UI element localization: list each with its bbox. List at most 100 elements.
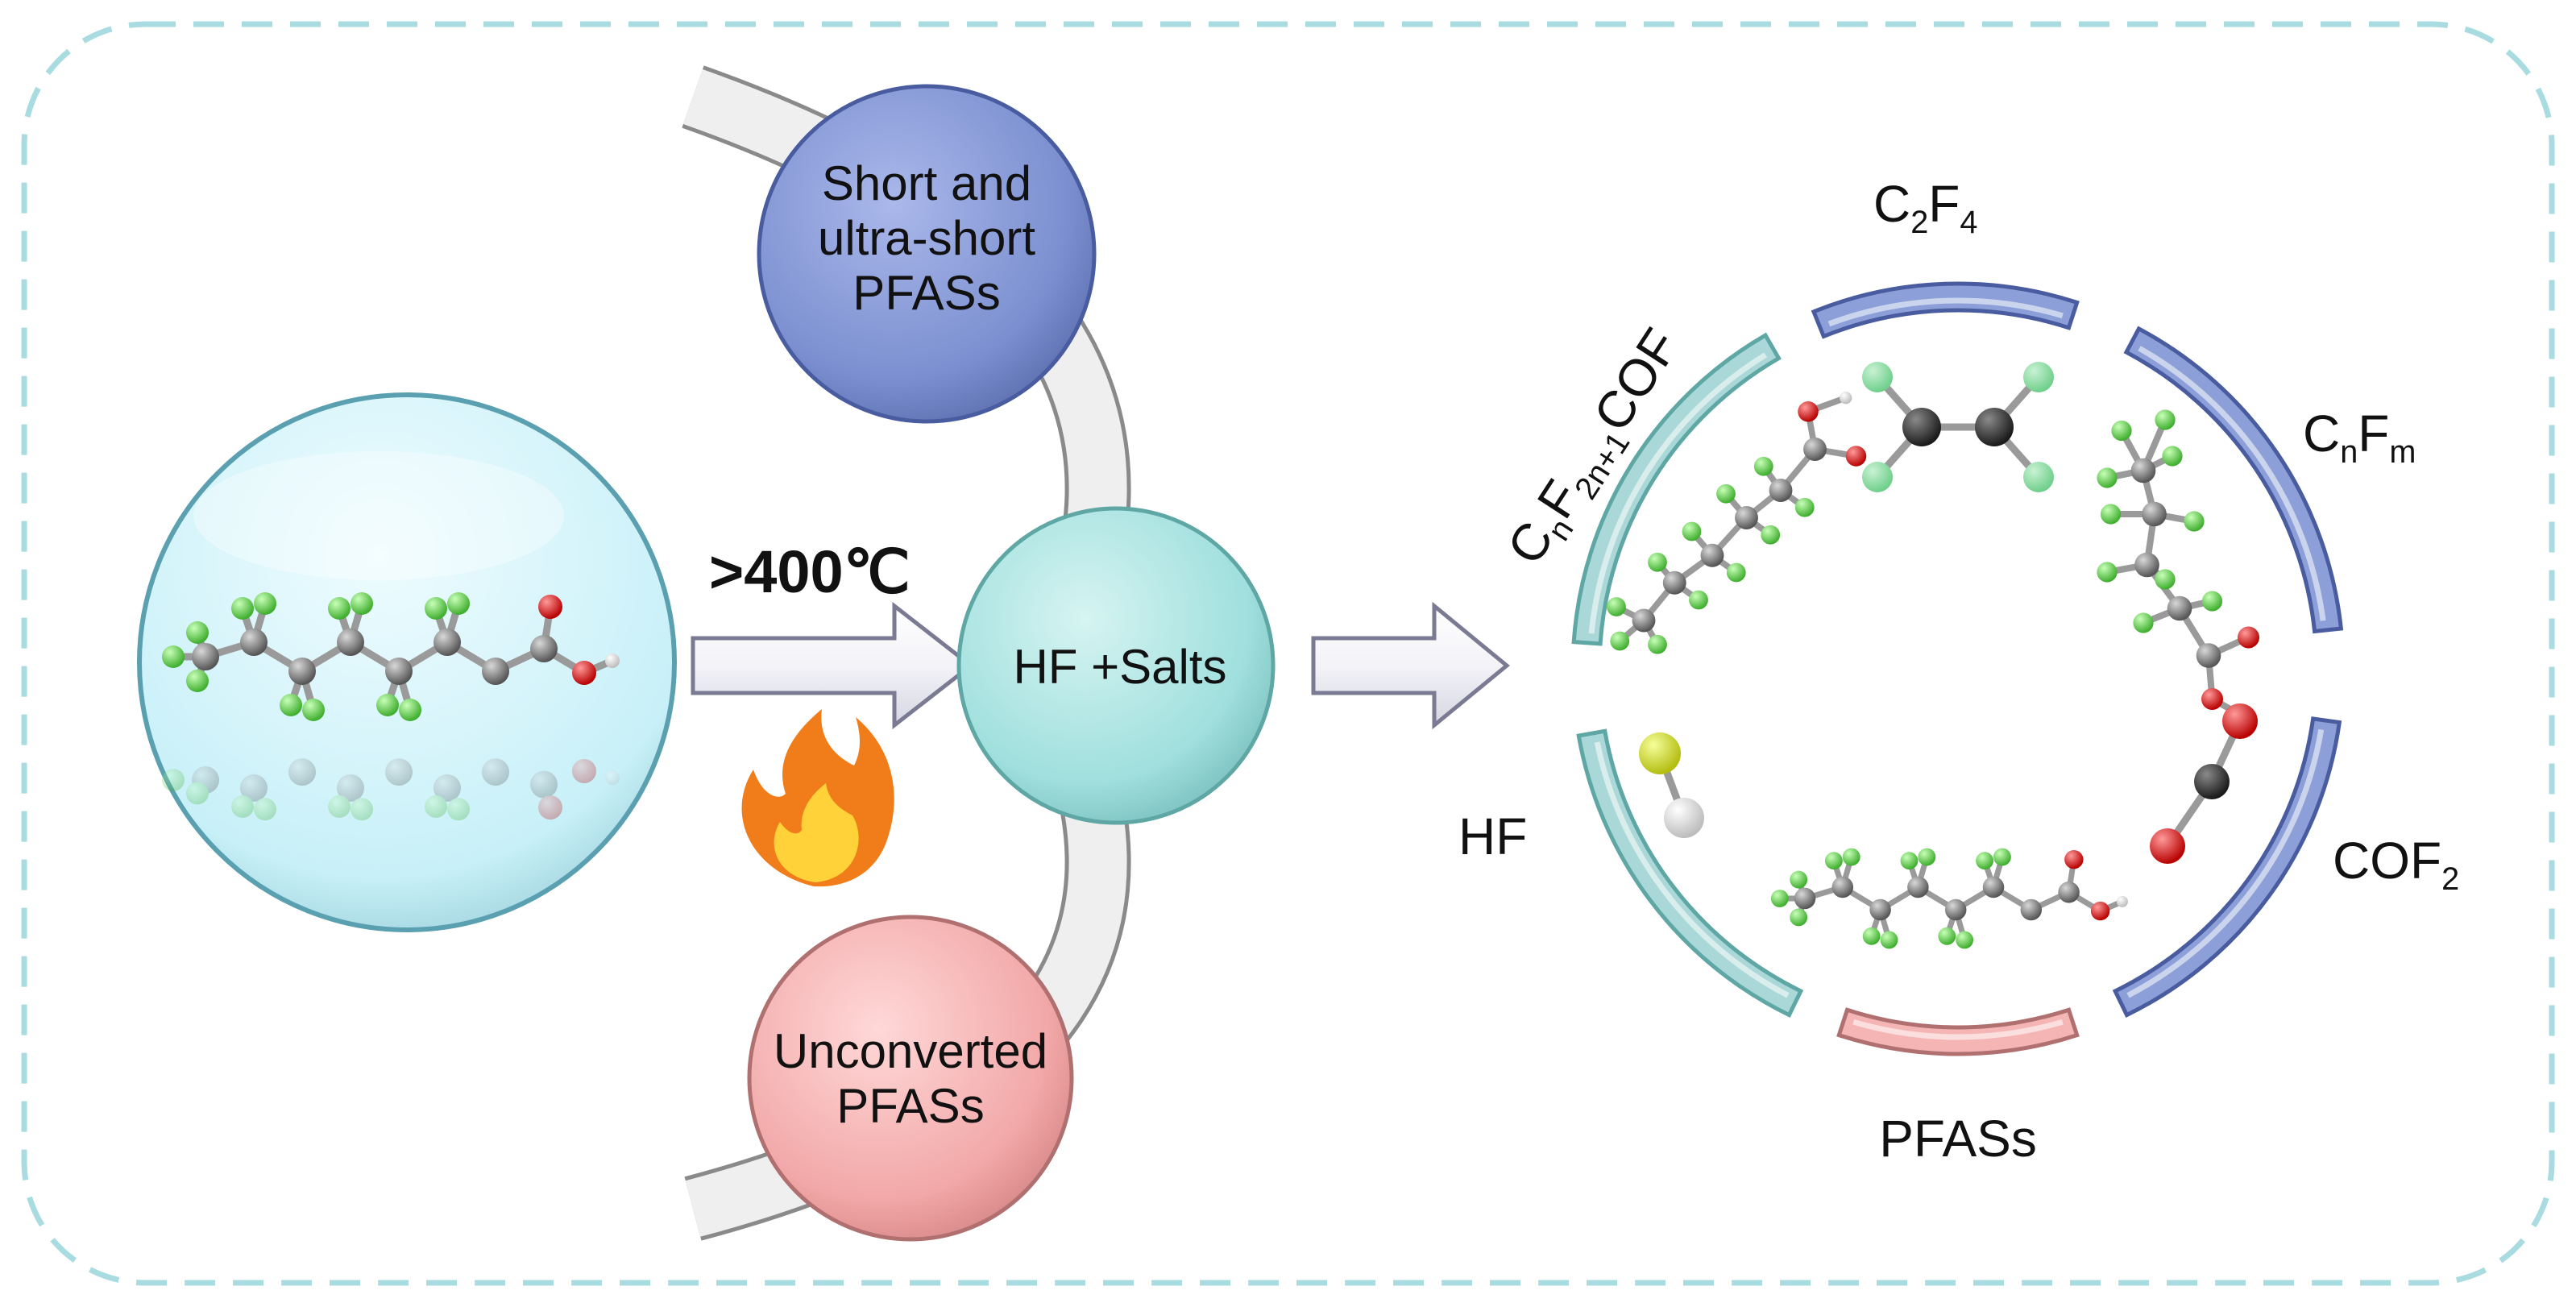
fluorine-atom [2162,446,2183,467]
fluorine-atom [1862,927,1881,945]
pfass-segment-highlight [1852,1019,2064,1040]
fluorine-atom [1639,732,1681,774]
hydrogen-atom [2116,895,2128,907]
carbon-atom [482,758,509,786]
oxygen-atom [2090,901,2110,921]
fluorine-atom [2023,462,2054,492]
carbon-atom [240,629,268,656]
fluorine-atom [2100,504,2122,525]
carbon-atom [1907,876,1929,898]
fluorine-atom [1648,552,1667,572]
fluorine-atom [254,592,276,615]
carbon-atom [1869,898,1891,921]
c2f4-segment-highlight [1827,297,2064,327]
carbon-atom [1794,887,1816,910]
fluorine-atom [2201,591,2223,612]
fluorine-atom [351,592,373,615]
fluorine-atom [1842,848,1860,866]
carbon-atom [288,658,316,685]
fluorine-atom [1770,890,1789,907]
cof2-label: COF2 [2333,832,2459,897]
hydrogen-atom [605,770,620,786]
double-arrow-icon-2 [1311,601,1510,730]
oxygen-atom [2064,849,2084,869]
short-pfas-circle [757,84,1097,424]
fluorine-atom [425,795,447,818]
carbon-atom [1902,408,1941,446]
c2f4-molecule-icon [1862,362,2054,492]
carbon-atom [2058,881,2080,903]
fluorine-atom [1938,927,1956,945]
hf-segment-highlight [1594,741,1790,998]
fluorine-atom [1610,631,1630,651]
fluorine-atom [351,798,373,821]
carbon-atom [2196,643,2221,668]
carbon-atom [1803,438,1827,461]
fluorine-atom [231,795,254,818]
unconverted-pfas-circle [747,915,1074,1242]
fluorine-atom [280,694,302,716]
carbon-atom [433,629,461,656]
oxygen-atom [2150,828,2185,864]
carbon-atom [1831,876,1854,898]
fluorine-atom [328,597,351,620]
fluorine-atom [1648,634,1667,654]
hydrogen-atom [1664,798,1704,838]
oxygen-atom [1845,446,1867,467]
carbon-atom [288,758,316,786]
flame-icon [741,709,894,887]
temperature-label: >400℃ [709,538,911,605]
carbon-atom [337,774,364,802]
pfas-small-molecule-icon [1770,848,2128,949]
fluorine-atom [399,699,421,721]
carbon-atom [2194,764,2230,799]
fluorine-atom [328,795,351,818]
cnfm-label: CnFm [2303,405,2416,470]
carbon-atom [1735,506,1758,529]
c2f4-segment [1811,281,2080,339]
hf-label: HF [1458,807,1527,865]
fluorine-atom [2155,409,2176,430]
carbon-atom [2134,552,2159,578]
fluorine-atom [302,699,325,721]
oxygen-atom [2238,626,2259,649]
carbon-atom [1700,543,1724,567]
c2f4-label: C2F4 [1873,175,1977,240]
double-arrow-icon [691,601,975,730]
hf-molecule-icon [1639,732,1704,838]
fluorine-atom [186,782,209,805]
fluorine-atom [1761,525,1781,545]
oxygen-atom [538,595,562,619]
fluorine-atom [376,694,399,716]
fluorine-atom [2097,562,2118,583]
pfass-segment [1836,1007,2080,1056]
oxygen-atom [572,759,596,783]
fluorine-atom [2184,511,2205,532]
carbon-atom [385,658,413,685]
carbon-atom [240,774,268,802]
carbon-atom [1982,876,2005,898]
fluorine-atom [1862,362,1893,392]
fluorine-atom [186,670,209,692]
fluorine-atom [1790,908,1808,927]
oxygen-atom [538,795,562,820]
fluorine-atom [254,798,276,821]
fluorine-atom [1794,497,1815,517]
carbon-atom [2167,595,2192,621]
carbon-atom [192,643,219,670]
perfluoroacyl-fluoride-segment-highlight [1588,352,1768,634]
fluorine-atom [1726,562,1746,583]
hf-salts-circle [956,506,1276,825]
carbon-atom [530,635,558,662]
carbon-atom [1662,571,1686,595]
fluorine-atom [1862,462,1893,492]
fluorine-atom [2023,362,2054,392]
oxygen-atom [572,661,596,685]
fluorine-atom [2097,467,2118,488]
carbon-atom [385,758,413,786]
carbon-atom [337,629,364,656]
cof2-molecule-icon [2150,703,2258,864]
